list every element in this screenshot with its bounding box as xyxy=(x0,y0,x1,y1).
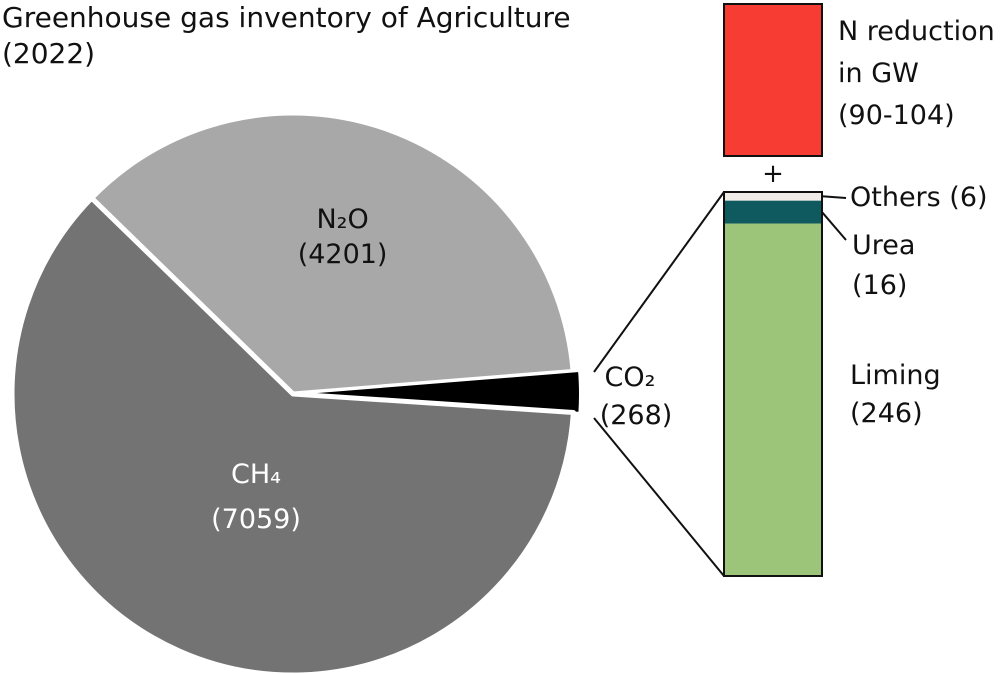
pie-slice-ch4 xyxy=(9,195,576,674)
n-reduction-rect xyxy=(723,3,823,157)
stacked-bar: Liming (246) Urea (16) Others (6) xyxy=(723,182,988,577)
plus-sign: + xyxy=(762,159,784,189)
n-reduction-range-label: (90-104) xyxy=(838,100,955,131)
co2-value-label: (268) xyxy=(600,400,673,431)
connector-lines xyxy=(593,191,725,577)
n-reduction-label-line1: N reduction xyxy=(838,16,995,47)
urea-value-label: (16) xyxy=(852,270,907,301)
liming-name-label: Liming xyxy=(850,360,941,391)
pie-slice-n2o xyxy=(89,110,576,397)
pie-slice-co2 xyxy=(292,369,581,414)
others-leader-line xyxy=(821,195,847,199)
connector-top xyxy=(593,191,725,373)
n-reduction-label-line2: in GW xyxy=(838,58,919,89)
n2o-name-label: N₂O xyxy=(316,204,368,235)
urea-name-label: Urea xyxy=(852,230,915,261)
stack-segment-urea xyxy=(724,200,822,224)
stack-segment-others xyxy=(724,192,822,201)
ch4-name-label: CH₄ xyxy=(231,459,281,490)
n-reduction-bar: N reduction in GW (90-104) + xyxy=(723,3,995,189)
pie-chart: N₂O (4201) CH₄ (7059) CO₂ (268) xyxy=(9,110,673,674)
title-line-1: Greenhouse gas inventory of Agriculture xyxy=(2,1,571,34)
n2o-value-label: (4201) xyxy=(298,239,388,270)
title-line-2: (2022) xyxy=(2,37,96,70)
chart-title: Greenhouse gas inventory of Agriculture … xyxy=(2,0,571,72)
co2-name-label: CO₂ xyxy=(605,362,656,393)
stack-bar-outline xyxy=(723,191,823,577)
connector-bottom xyxy=(593,417,725,577)
liming-value-label: (246) xyxy=(850,398,923,429)
ch4-value-label: (7059) xyxy=(211,504,301,535)
stack-segment-liming xyxy=(724,223,822,576)
others-label: Others (6) xyxy=(850,182,988,213)
urea-leader-line xyxy=(821,211,847,241)
